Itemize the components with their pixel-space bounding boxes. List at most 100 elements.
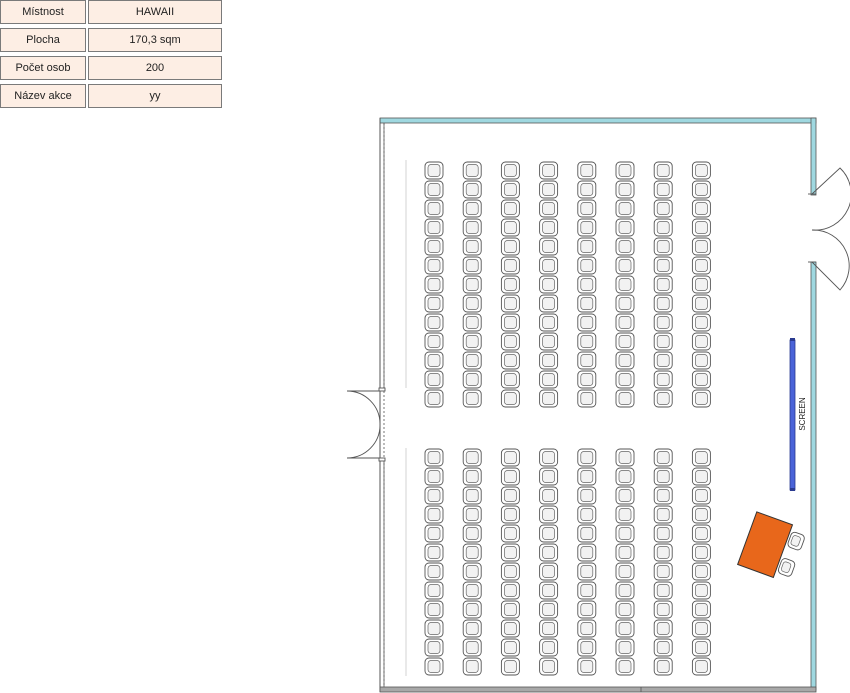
- front-chair: [577, 389, 597, 408]
- capacity-value: 200: [88, 56, 222, 80]
- front-chair: [539, 199, 559, 218]
- back-chair: [462, 619, 482, 638]
- presenter-desk: [736, 511, 805, 579]
- front-chair: [691, 180, 711, 199]
- front-chair: [653, 294, 673, 313]
- back-chair: [462, 486, 482, 505]
- back-chair: [424, 543, 444, 562]
- front-chair: [653, 351, 673, 370]
- back-chair: [539, 600, 559, 619]
- front-chair: [577, 180, 597, 199]
- front-chair: [500, 313, 520, 332]
- front-chair: [577, 351, 597, 370]
- back-chair: [691, 524, 711, 543]
- room-walls: [379, 117, 817, 693]
- front-chair: [424, 180, 444, 199]
- back-chair: [691, 638, 711, 657]
- front-chair: [462, 275, 482, 294]
- back-chair: [462, 524, 482, 543]
- front-chair: [653, 332, 673, 351]
- back-chair: [577, 543, 597, 562]
- front-chair: [577, 199, 597, 218]
- bottom-wall: [379, 686, 817, 693]
- front-chair: [539, 218, 559, 237]
- back-chair: [653, 638, 673, 657]
- front-chair: [500, 389, 520, 408]
- back-chair: [424, 505, 444, 524]
- back-chair: [653, 467, 673, 486]
- front-chair: [462, 351, 482, 370]
- back-chair: [653, 581, 673, 600]
- front-chair: [462, 161, 482, 180]
- event-value: yy: [88, 84, 222, 108]
- front-chair: [691, 389, 711, 408]
- capacity-label: Počet osob: [0, 56, 86, 80]
- area-label: Plocha: [0, 28, 86, 52]
- back-chair: [424, 486, 444, 505]
- front-chair: [691, 256, 711, 275]
- back-chair: [462, 467, 482, 486]
- front-chair: [500, 237, 520, 256]
- back-chair: [691, 448, 711, 467]
- right-wall-top: [810, 117, 817, 196]
- front-chair: [500, 275, 520, 294]
- back-chair: [615, 600, 635, 619]
- back-chair: [577, 562, 597, 581]
- back-chair: [539, 467, 559, 486]
- front-chair: [424, 389, 444, 408]
- back-chair: [539, 448, 559, 467]
- back-chair: [539, 638, 559, 657]
- front-chair: [615, 256, 635, 275]
- back-chair: [615, 581, 635, 600]
- front-chair: [500, 199, 520, 218]
- back-chair: [500, 448, 520, 467]
- back-chair: [539, 486, 559, 505]
- event-label: Název akce: [0, 84, 86, 108]
- back-chair: [577, 467, 597, 486]
- front-chair: [539, 370, 559, 389]
- back-chair: [615, 638, 635, 657]
- front-chair: [462, 218, 482, 237]
- back-chair: [615, 448, 635, 467]
- back-chair: [462, 638, 482, 657]
- front-chair: [462, 389, 482, 408]
- front-chair: [539, 237, 559, 256]
- back-chair: [691, 581, 711, 600]
- front-chair: [424, 370, 444, 389]
- back-chair: [653, 448, 673, 467]
- front-chair: [577, 256, 597, 275]
- back-chair: [462, 562, 482, 581]
- back-chair: [615, 505, 635, 524]
- front-chair: [653, 275, 673, 294]
- front-chair: [500, 256, 520, 275]
- back-chair: [653, 657, 673, 676]
- back-chair: [500, 581, 520, 600]
- back-chair: [691, 486, 711, 505]
- back-chair: [577, 600, 597, 619]
- front-chair: [577, 313, 597, 332]
- front-chair: [539, 180, 559, 199]
- front-chair: [424, 294, 444, 313]
- front-chair: [615, 161, 635, 180]
- back-chair: [424, 638, 444, 657]
- front-chair: [577, 161, 597, 180]
- back-chair: [653, 505, 673, 524]
- back-chair: [577, 524, 597, 543]
- back-chair: [500, 467, 520, 486]
- back-chair: [462, 600, 482, 619]
- desk-chair-bottom: [777, 558, 796, 577]
- back-chair: [424, 657, 444, 676]
- front-chair: [691, 237, 711, 256]
- front-chair: [424, 351, 444, 370]
- front-chair: [577, 370, 597, 389]
- front-chair: [539, 161, 559, 180]
- back-chair: [615, 562, 635, 581]
- back-chair: [424, 524, 444, 543]
- right-wall-bottom: [810, 261, 817, 691]
- back-chair: [691, 619, 711, 638]
- front-chair: [424, 313, 444, 332]
- back-chair: [691, 600, 711, 619]
- desk-surface: [736, 511, 794, 579]
- front-chair: [615, 180, 635, 199]
- back-chair: [500, 562, 520, 581]
